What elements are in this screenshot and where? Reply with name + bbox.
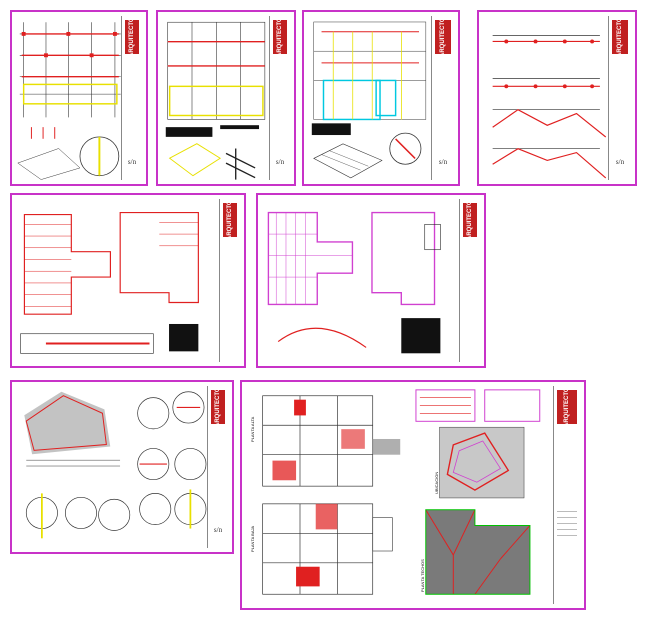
title-block: ARQUITECTO s/n — [431, 16, 454, 180]
title-block: ARQUITECTO — [219, 199, 240, 362]
plan-label-planta-alta: PLANTA ALTA — [250, 416, 255, 442]
structural-plan-drawing — [165, 21, 266, 180]
studio-logo: ARQUITECTO — [125, 17, 139, 57]
drawing-sheet-3[interactable]: ARQUITECTO s/n — [302, 10, 460, 186]
drawing-sheet-6[interactable]: ARQUITECTO — [256, 193, 486, 368]
studio-logo: ARQUITECTO — [557, 387, 577, 427]
studio-logo: ARQUITECTO — [273, 17, 287, 57]
studio-logo: ARQUITECTO — [435, 17, 451, 57]
studio-logo: ARQUITECTO — [223, 200, 237, 240]
scale-label: s/n — [615, 158, 625, 166]
studio-logo: ARQUITECTO — [612, 17, 628, 57]
roof-framing-plan-drawing — [20, 212, 199, 354]
title-block-lines — [554, 506, 580, 541]
title-block: ARQUITECTO — [459, 199, 480, 362]
drawing-sheet-8[interactable]: PLANTA ALTA PLANTA BAJA UBICACION PLANTA… — [240, 380, 586, 610]
scale-label: s/n — [275, 158, 285, 166]
construction-details-drawing — [24, 391, 207, 539]
structural-plan-drawing — [17, 22, 121, 180]
drawing-sheet-1[interactable]: ARQUITECTO s/n — [10, 10, 148, 186]
roof-structure-plan-drawing — [267, 211, 441, 354]
drawing-sheet-7[interactable]: ARQUITECTO s/n — [10, 380, 234, 554]
drawing-sheet-5[interactable]: ARQUITECTO — [10, 193, 246, 368]
drawing-sheet-2[interactable]: ARQUITECTO s/n — [156, 10, 296, 186]
scale-label: s/n — [213, 526, 223, 534]
architectural-plans-drawing — [262, 389, 541, 595]
title-block: ARQUITECTO s/n — [207, 386, 228, 548]
plan-label-planta-baja: PLANTA BAJA — [250, 525, 255, 552]
truss-elevation-drawing — [492, 35, 607, 179]
scale-label: s/n — [438, 158, 448, 166]
title-block: ARQUITECTO s/n — [269, 16, 290, 180]
plan-label-ubicacion: UBICACION — [434, 471, 439, 494]
title-block: ARQUITECTO — [553, 386, 580, 604]
plan-label-planta-techos: PLANTA TECHOS — [420, 559, 425, 592]
title-block: ARQUITECTO s/n — [608, 16, 631, 180]
drawing-sheet-4[interactable]: ARQUITECTO s/n — [477, 10, 637, 186]
scale-label: s/n — [127, 158, 137, 166]
framing-plan-drawing — [311, 21, 427, 179]
studio-logo: ARQUITECTO — [211, 387, 225, 427]
studio-logo: ARQUITECTO — [463, 200, 477, 240]
title-block: ARQUITECTO s/n — [121, 16, 142, 180]
